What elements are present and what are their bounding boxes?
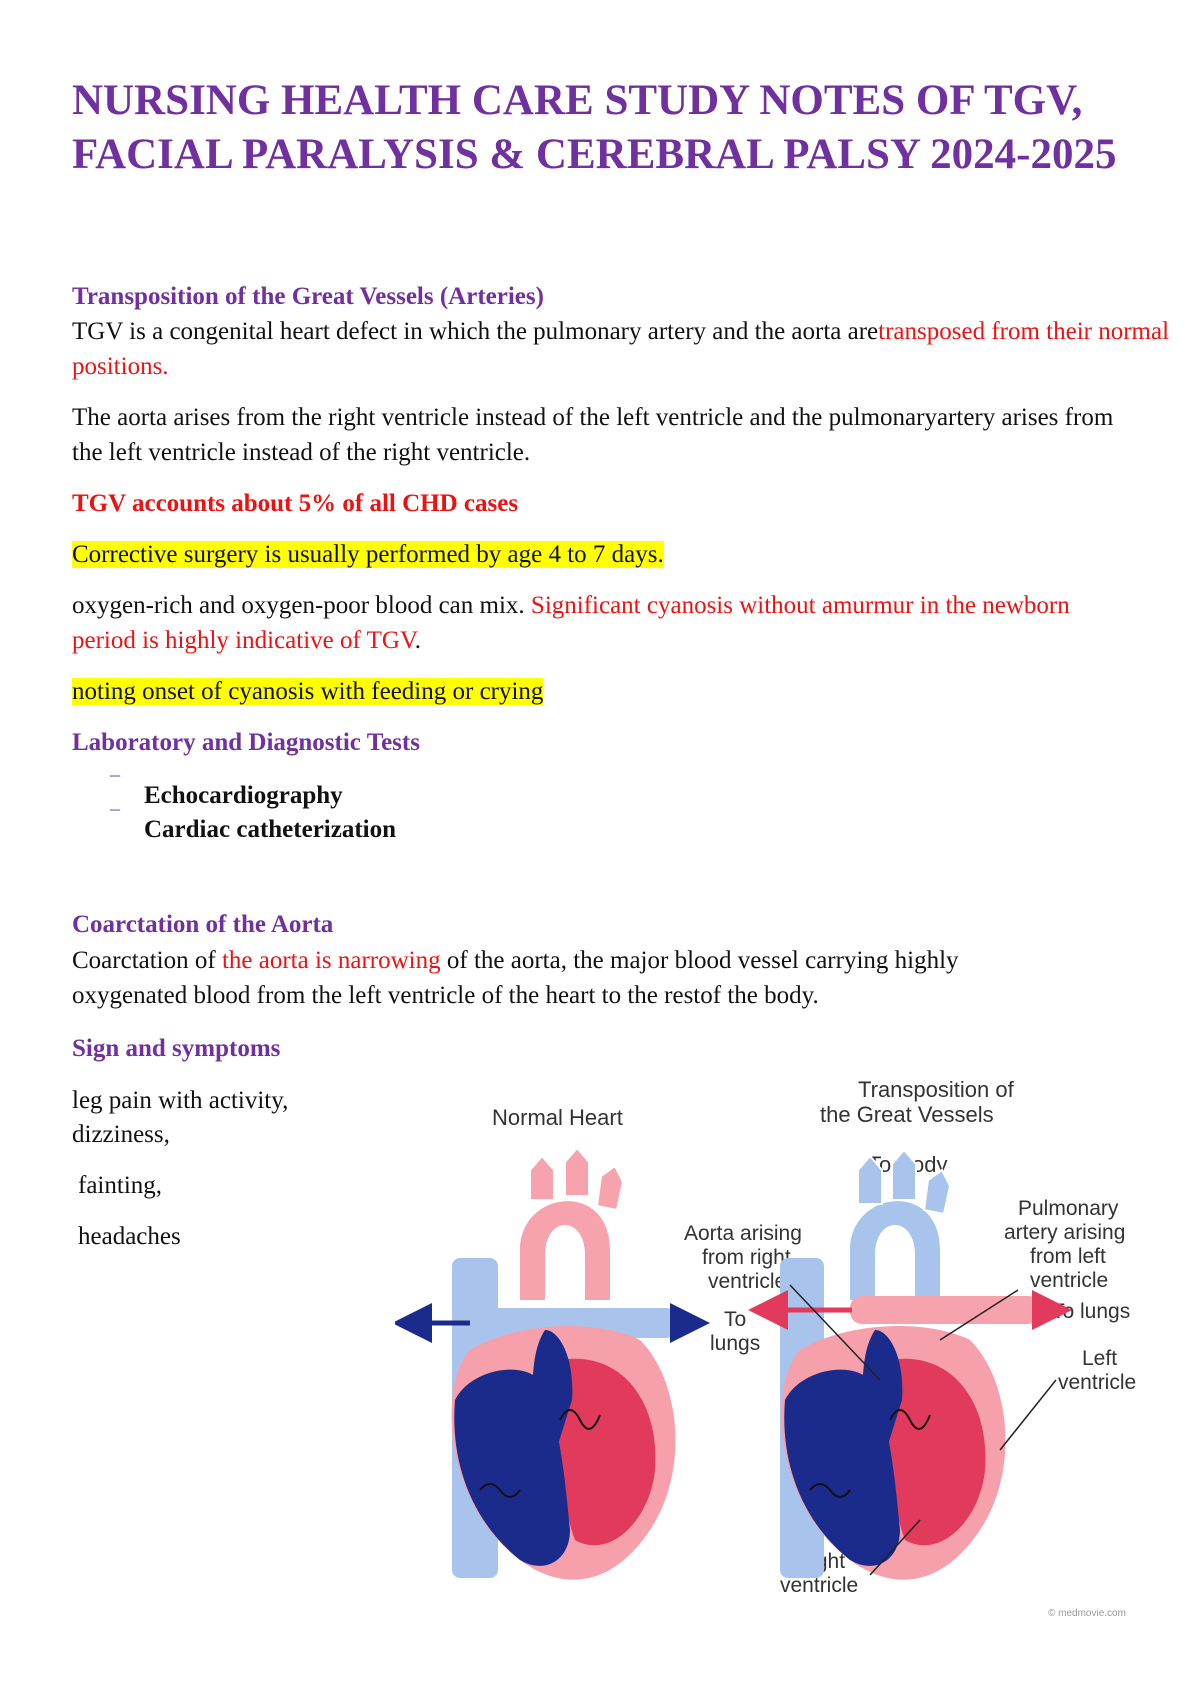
credit-label: © medmovie.com [1048, 1608, 1126, 1619]
coarctation-description: Coarctation of the aorta is narrowing of… [72, 943, 992, 1013]
tgv-feeding-highlight: noting onset of cyanosis with feeding or… [72, 678, 544, 705]
aorta-label: Aorta arising [684, 1222, 802, 1245]
heart-illustration: Normal Heart Transposition of the Great … [395, 1077, 1136, 1619]
normal-heart-label: Normal Heart [492, 1105, 623, 1130]
pulmonary-label: from left [1030, 1245, 1106, 1268]
page-title: NURSING HEALTH CARE STUDY NOTES OF TGV, … [72, 77, 1117, 178]
tgv-definition-highlight: transposed from their normal positions. [72, 318, 1170, 380]
sign-item: fainting, [78, 1172, 163, 1199]
pulmonary-label: Pulmonary [1018, 1197, 1119, 1220]
tgv-surgery-highlight: Corrective surgery is usually performed … [72, 541, 664, 568]
sign-item: headaches [78, 1223, 181, 1250]
bullet-dash: ¯ [110, 774, 120, 796]
tgv-description: The aorta arises from the right ventricl… [72, 404, 1114, 466]
to-lungs-label: lungs [710, 1332, 760, 1355]
tgv-surgery-note: Corrective surgery is usually performed … [72, 537, 664, 572]
left-ventricle-label: Left [1082, 1347, 1117, 1370]
section-heading-coarctation: Coarctation of the Aorta [72, 911, 334, 938]
aorta-label: ventricle [708, 1270, 786, 1293]
right-ventricle-label: ventricle [780, 1574, 858, 1597]
sign-item: leg pain with activity, [72, 1087, 289, 1114]
tgv-figure-title: Transposition of [858, 1077, 1015, 1102]
coarctation-text-c: of the aorta, the major blood vessel car… [72, 947, 959, 1009]
to-lungs-label: To [724, 1308, 746, 1331]
section-heading-tgv: Transposition of the Great Vessels (Arte… [72, 283, 544, 310]
tgv-heart [748, 1148, 1072, 1580]
tgv-feeding-note: noting onset of cyanosis with feeding or… [72, 674, 544, 709]
lab-item-echocardiography: Echocardiography [144, 782, 343, 809]
section-heading-lab: Laboratory and Diagnostic Tests [72, 729, 420, 756]
lab-item-catheterization: Cardiac catheterization [144, 816, 397, 843]
coarctation-text-a: Coarctation of [72, 947, 222, 974]
coarctation-highlight: the aorta is narrowing [221, 947, 441, 974]
tgv-cyanosis-end: . [414, 627, 422, 654]
tgv-cyanosis-highlight: Significant cyanosis without amurmur in … [72, 592, 1070, 654]
tgv-definition-text: TGV is a congenital heart defect in whic… [72, 318, 879, 345]
section-heading-signs: Sign and symptoms [72, 1035, 281, 1062]
to-lungs-label: To lungs [1052, 1300, 1130, 1323]
tgv-figure-title: the Great Vessels [820, 1102, 994, 1127]
sign-item: dizziness, [72, 1121, 170, 1148]
tgv-cyanosis-text: oxygen-rich and oxygen-poor blood can mi… [72, 592, 531, 619]
tgv-definition: TGV is a congenital heart defect in whic… [72, 314, 1172, 384]
left-ventricle-label: ventricle [1058, 1371, 1136, 1394]
normal-heart [395, 1146, 710, 1580]
tgv-statistic: TGV accounts about 5% of all CHD cases [72, 490, 519, 517]
aorta-label: from right [702, 1246, 791, 1269]
tgv-cyanosis-note: oxygen-rich and oxygen-poor blood can mi… [72, 588, 1132, 658]
pulmonary-label: ventricle [1030, 1269, 1108, 1292]
pulmonary-label: artery arising [1004, 1221, 1125, 1244]
bullet-dash: ¯ [110, 808, 120, 830]
